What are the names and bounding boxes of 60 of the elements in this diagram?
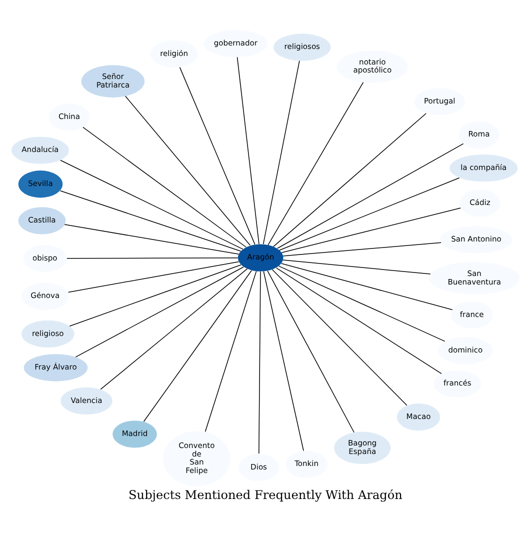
node-ellipse: france xyxy=(450,300,493,328)
connector xyxy=(263,270,304,451)
node-ellipse: Roma xyxy=(458,120,500,148)
node-ellipse: Aragón xyxy=(238,244,284,271)
node-ellipse: Convento de San Felipe xyxy=(163,430,230,486)
connector xyxy=(75,266,244,357)
connector xyxy=(64,224,240,254)
node-ellipse: Madrid xyxy=(112,420,157,448)
node-ellipse: Tonkin xyxy=(285,450,328,478)
node-ellipse: Génova xyxy=(21,282,69,310)
connector xyxy=(279,177,460,250)
diagram-title: Subjects Mentioned Frequently With Aragón xyxy=(128,488,402,502)
connector xyxy=(143,270,252,422)
connector xyxy=(100,268,248,390)
connector xyxy=(66,257,238,258)
connector xyxy=(268,81,364,245)
node-ellipse: San Antonino xyxy=(440,226,512,253)
connector xyxy=(276,267,442,374)
connector xyxy=(60,159,244,250)
node-ellipse: Sevilla xyxy=(18,170,63,198)
node-ellipse: religioso xyxy=(22,320,74,347)
node-ellipse: San Buenaventura xyxy=(428,262,520,294)
connector xyxy=(82,126,247,248)
connector xyxy=(69,264,242,326)
connector xyxy=(282,242,442,256)
connector xyxy=(281,207,461,252)
node-ellipse: obispo xyxy=(23,244,67,272)
node-ellipse: Fray Álvaro xyxy=(24,354,88,381)
node-ellipse: dominico xyxy=(438,336,493,364)
node-ellipse: Valencia xyxy=(60,386,112,414)
node-ellipse: francés xyxy=(434,370,482,397)
connector xyxy=(282,259,431,274)
connector xyxy=(258,270,261,454)
connector xyxy=(277,142,464,248)
connector xyxy=(124,95,251,246)
connector xyxy=(262,60,300,244)
node-ellipse: Dios xyxy=(238,453,280,481)
node-ellipse: Señor Patriarca xyxy=(81,64,145,97)
node-ellipse: Portugal xyxy=(414,88,465,115)
node-ellipse: Castilla xyxy=(18,206,66,234)
connector xyxy=(179,66,256,244)
connector xyxy=(204,270,257,432)
node-ellipse: religión xyxy=(150,40,198,67)
connector xyxy=(267,270,354,432)
node-ellipse: notario apostólico xyxy=(336,50,408,82)
connector xyxy=(278,265,446,342)
node-ellipse: la compañía xyxy=(450,154,518,182)
node-ellipse: gobernador xyxy=(204,30,268,57)
connector xyxy=(281,262,453,310)
connector xyxy=(60,190,242,252)
connector xyxy=(236,56,260,244)
connector xyxy=(68,260,240,292)
node-ellipse: Bagong España xyxy=(334,431,391,464)
connector xyxy=(272,268,408,406)
node-ellipse: Macao xyxy=(396,403,440,430)
node-ellipse: China xyxy=(48,103,90,130)
node-ellipse: Andalucía xyxy=(11,136,69,164)
node-ellipse: Cádiz xyxy=(460,189,500,216)
connector xyxy=(273,112,427,246)
node-ellipse: religiosos xyxy=(274,33,331,60)
